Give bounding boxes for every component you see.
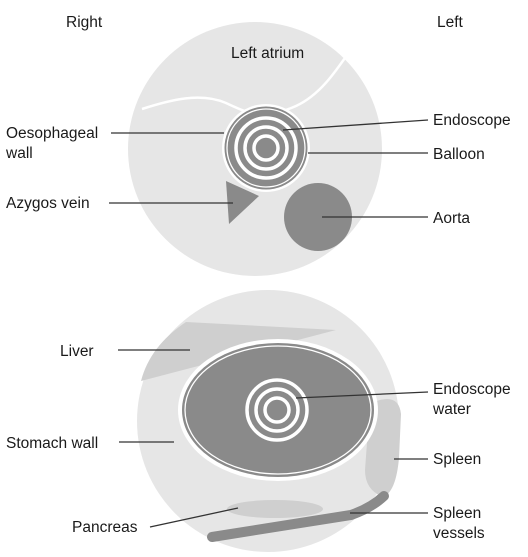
left-atrium-label: Left atrium (231, 45, 304, 62)
spleen-vessels-label-line1: Spleen (433, 505, 481, 522)
oesophagus-endoscope (222, 104, 310, 192)
endoscope-water-label: Endoscope water (432, 381, 515, 418)
liver-label: Liver (60, 343, 94, 360)
orientation-left-label: Left (437, 14, 464, 31)
spleen-label: Spleen (433, 451, 481, 468)
stomach-lumen (182, 343, 374, 477)
endoscope-water-label-line1: Endoscope (433, 381, 511, 398)
bottom-view: Liver Stomach wall Pancreas Endoscope wa… (6, 290, 515, 552)
oesophageal-wall-label: Oesophageal wall (5, 125, 103, 162)
pancreas-label: Pancreas (72, 519, 138, 536)
azygos-vein-label: Azygos vein (6, 195, 90, 212)
stomach-endoscope (178, 339, 378, 481)
pancreas-shape (227, 500, 323, 518)
endoscope-label: Endoscope (433, 112, 511, 129)
aorta-label: Aorta (433, 210, 470, 227)
oesophageal-wall-label-line2: wall (5, 145, 33, 162)
orientation-right-label: Right (66, 14, 103, 31)
balloon-label: Balloon (433, 146, 485, 163)
stomach-wall-label: Stomach wall (6, 435, 98, 452)
endoscope-water-label-line2: water (432, 401, 471, 418)
oesophageal-wall-label-line1: Oesophageal (6, 125, 98, 142)
spleen-vessels-label-line2: vessels (433, 525, 485, 542)
top-view: Left atrium Oesophageal wall Azygos vein… (5, 22, 511, 276)
spleen-vessels-label: Spleen vessels (433, 505, 486, 542)
